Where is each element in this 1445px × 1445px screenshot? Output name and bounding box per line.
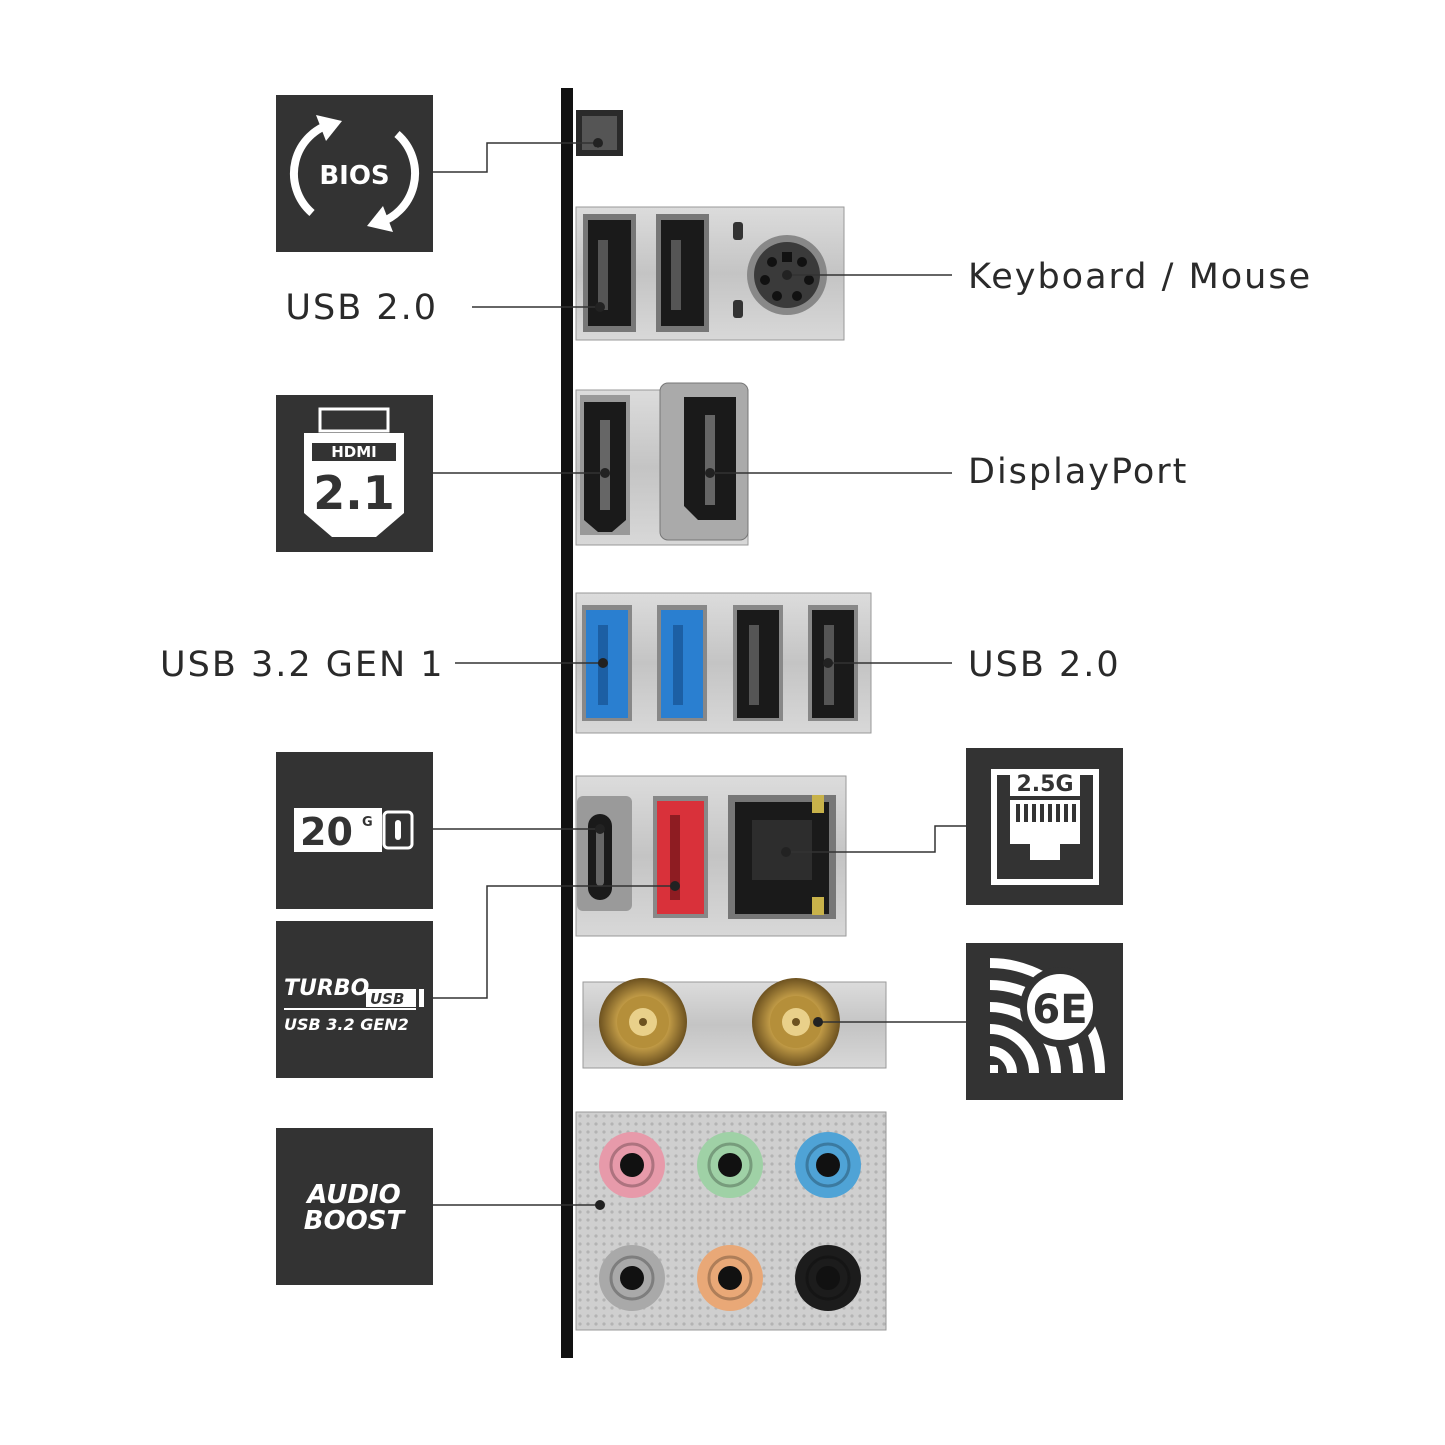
audio-jacks <box>599 1132 861 1311</box>
usbc-speed-text: 20 <box>300 810 353 854</box>
leader-lines <box>433 142 966 1206</box>
label-usb32-gen1: USB 3.2 GEN 1 <box>160 645 445 685</box>
lan-2-5g-badge: 2.5G <box>966 748 1123 905</box>
hdmi-icon: HDMI 2.1 <box>304 407 404 537</box>
audio-jack-2[interactable] <box>697 1132 763 1198</box>
video-output-block <box>575 382 749 546</box>
wifi-antenna-block <box>582 978 887 1069</box>
usb32-gen2-port[interactable] <box>653 796 708 918</box>
bios-refresh-icon: BIOS <box>289 115 420 232</box>
usb20-port-2[interactable] <box>656 214 709 332</box>
audio-jack-4[interactable] <box>599 1245 665 1311</box>
hdmi-badge: HDMI 2.1 <box>276 395 433 552</box>
turbo-text: TURBO <box>284 976 369 1001</box>
lan-speed-text: 2.5G <box>1016 772 1073 797</box>
audio-line1-text: AUDIO <box>305 1180 400 1210</box>
usb-gen2-text: USB 3.2 GEN2 <box>284 1015 409 1034</box>
bios-flashback-badge: BIOS <box>276 95 433 252</box>
hdmi-version-text: 2.1 <box>313 466 395 520</box>
usb20-port-3[interactable] <box>733 605 783 721</box>
wifi-6e-badge: 6E <box>966 943 1123 1100</box>
audio-jack-1[interactable] <box>599 1132 665 1198</box>
usb-c-port[interactable] <box>577 796 632 911</box>
usb32-gen1-port-2[interactable] <box>657 605 707 721</box>
audio-boost-badge: AUDIO BOOST <box>276 1128 433 1285</box>
leader-bios <box>433 142 598 173</box>
label-displayport: DisplayPort <box>968 452 1189 492</box>
bios-flashback-button[interactable] <box>576 110 623 156</box>
turbo-usb-badge: TURBO USB USB 3.2 GEN2 <box>276 921 433 1078</box>
audio-jack-5[interactable] <box>697 1245 763 1311</box>
label-keyboard-mouse: Keyboard / Mouse <box>968 257 1313 297</box>
usb20-ps2-block <box>575 206 845 341</box>
antenna-connector-2[interactable] <box>752 978 840 1066</box>
turbo-usb-icon: TURBO USB USB 3.2 GEN2 <box>284 976 424 1034</box>
ethernet-icon: 2.5G <box>991 769 1099 885</box>
hdmi-text: HDMI <box>331 443 377 461</box>
antenna-connector-1[interactable] <box>599 978 687 1066</box>
audio-jack-3[interactable] <box>795 1132 861 1198</box>
lan-port[interactable] <box>728 795 836 919</box>
leader-usb-gen2 <box>433 885 675 999</box>
audio-jack-6[interactable] <box>795 1245 861 1311</box>
audio-block <box>575 1111 887 1331</box>
displayport-port[interactable] <box>659 382 749 541</box>
usbc-lan-block <box>575 775 847 937</box>
bios-text: BIOS <box>319 161 389 191</box>
usb20-port-1[interactable] <box>583 214 636 332</box>
wifi-icon: 6E <box>989 958 1105 1074</box>
turbo-usb-text: USB <box>370 990 404 1008</box>
usbc-unit-text: G <box>362 815 373 830</box>
leader-dots <box>593 138 833 1210</box>
usbc-20g-badge: 20 G <box>276 752 433 909</box>
audio-boost-icon: AUDIO BOOST <box>304 1180 407 1236</box>
label-usb20-mid: USB 2.0 <box>968 645 1121 685</box>
usbc-20g-icon: 20 G <box>294 808 414 854</box>
leader-lan <box>786 825 966 853</box>
hdmi-port[interactable] <box>580 395 630 535</box>
audio-line2-text: BOOST <box>304 1206 407 1236</box>
wifi-text: 6E <box>1032 987 1087 1033</box>
io-bracket-bar <box>561 88 573 1358</box>
label-usb20-top: USB 2.0 <box>285 288 438 328</box>
